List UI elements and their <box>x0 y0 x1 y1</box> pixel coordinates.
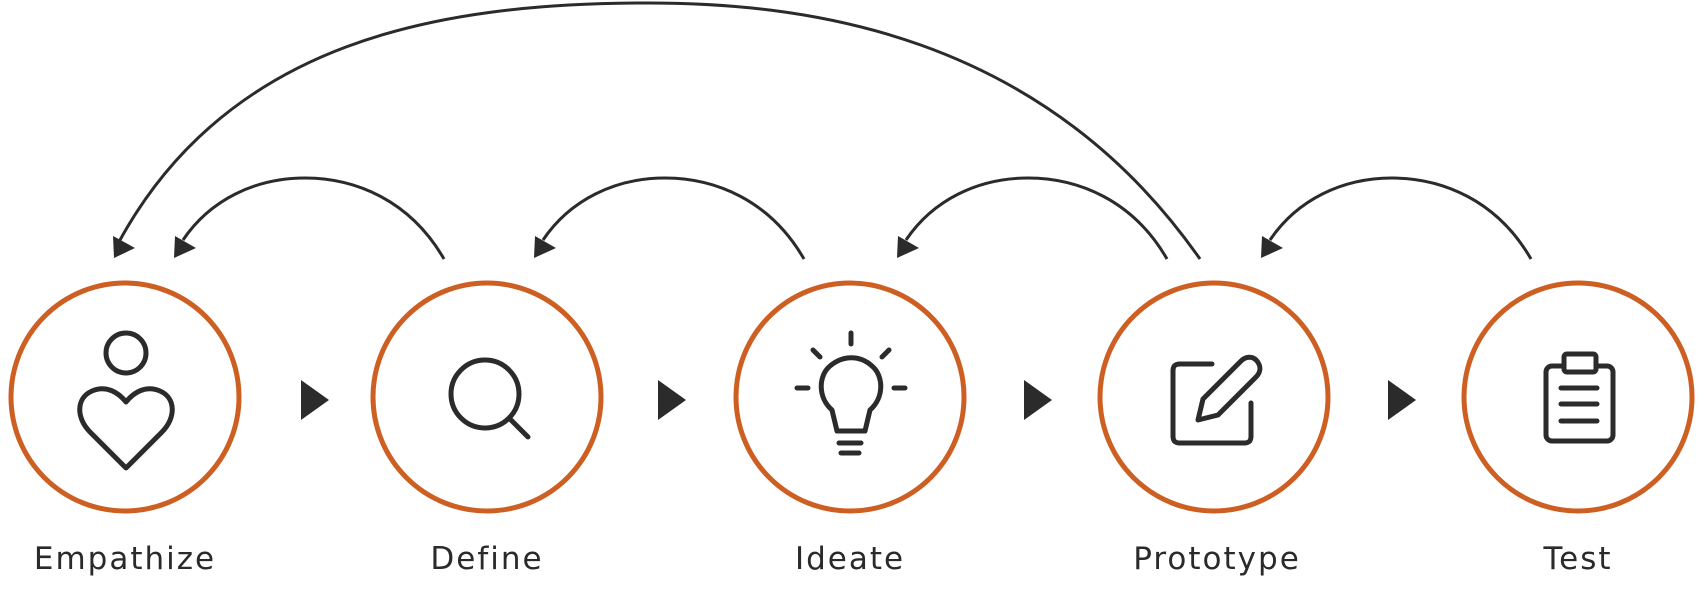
loop-ideate-to-define <box>541 176 806 260</box>
magnifier-icon <box>448 357 531 440</box>
person-heart-icon <box>77 330 175 471</box>
stage-label-ideate: Ideate <box>795 541 905 577</box>
stage-ideate: Ideate <box>733 280 967 577</box>
stage-label-define: Define <box>430 541 543 577</box>
arrow-head-empathize-inner <box>174 236 196 258</box>
loop-define-to-empathize <box>181 176 446 260</box>
stage-empathize: Empathize <box>8 280 242 577</box>
arrow-head-define <box>534 236 556 258</box>
feedback-loops <box>113 1 1533 260</box>
stage-ring-test <box>1461 280 1695 514</box>
stage-ring-prototype <box>1097 280 1331 514</box>
stage-ring-define <box>370 280 604 514</box>
stage-prototype: Prototype <box>1097 280 1331 577</box>
stage-label-test: Test <box>1542 541 1612 577</box>
stage-ring-ideate <box>733 280 967 514</box>
loop-test-to-prototype <box>1268 176 1533 260</box>
edit-pencil-icon <box>1170 354 1263 446</box>
arrow-head-ideate <box>897 236 919 258</box>
stage-define: Define <box>370 280 604 577</box>
clipboard-icon <box>1543 351 1616 444</box>
stage-label-prototype: Prototype <box>1133 541 1301 577</box>
stage-test: Test <box>1461 280 1695 577</box>
lightbulb-icon <box>794 330 908 456</box>
loop-prototype-to-ideate <box>904 176 1169 260</box>
forward-arrow-prototype-test <box>1388 380 1416 420</box>
forward-arrow-ideate-prototype <box>1024 380 1052 420</box>
arrow-head-prototype <box>1261 236 1283 258</box>
forward-arrow-empathize-define <box>301 380 329 420</box>
forward-arrows <box>301 380 1416 420</box>
forward-arrow-define-ideate <box>658 380 686 420</box>
loop-prototype-to-empathize <box>118 1 1202 260</box>
stage-ring-empathize <box>8 280 242 514</box>
stage-label-empathize: Empathize <box>34 541 216 577</box>
arrow-head-empathize-outer <box>113 236 135 258</box>
